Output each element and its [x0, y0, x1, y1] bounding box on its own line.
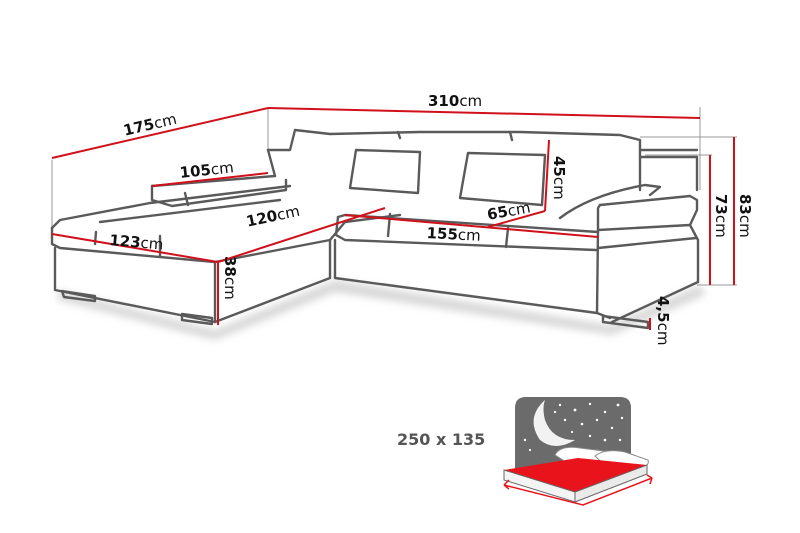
- dim-line-105: [151, 172, 269, 187]
- dim-line-310: [267, 107, 701, 119]
- sleep-function-icon: [503, 397, 653, 506]
- dim-line-123: [51, 233, 219, 263]
- bed-size-label: 250 x 135: [397, 430, 486, 449]
- dim-label-310: 310cm: [428, 92, 483, 110]
- dim-label-123: 123cm: [108, 231, 165, 254]
- sofa-shadow: [58, 280, 705, 340]
- dim-line-45: [544, 139, 550, 212]
- sofa-outline: [50, 107, 700, 330]
- dim-line-65: [487, 210, 546, 228]
- dim-label-155: 155cm: [426, 224, 482, 245]
- dim-label-73: 73cm: [712, 194, 730, 238]
- dim-label-83: 83cm: [736, 194, 754, 238]
- dim-label-4-5: 4,5cm: [654, 296, 672, 346]
- dim-label-38: 38cm: [221, 256, 239, 300]
- dim-line-175: [51, 107, 269, 159]
- dim-label-45: 45cm: [550, 156, 568, 200]
- dimension-lines: [51, 107, 735, 330]
- extension-lines: [640, 107, 737, 286]
- dim-line-155: [344, 214, 599, 238]
